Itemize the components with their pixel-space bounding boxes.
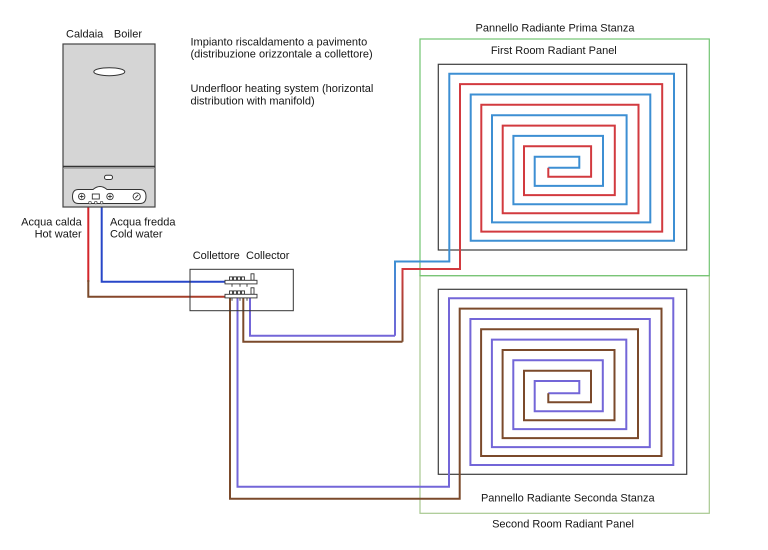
- manifold-hot-valve: [229, 290, 233, 295]
- room1-supply-feed-pipe: [242, 298, 403, 343]
- boiler-knob-left-icon: [78, 192, 86, 201]
- manifold-icon: [224, 273, 258, 301]
- collector-label-it: Collettore: [193, 250, 240, 262]
- room1-return-spiral-pipe: [394, 72, 675, 336]
- room2-label-en: Second Room Radiant Panel: [492, 518, 634, 530]
- room2-label-it: Pannello Radiante Seconda Stanza: [481, 492, 656, 504]
- room1-label-it: Pannello Radiante Prima Stanza: [476, 22, 636, 34]
- boiler-label-it: Caldaia: [66, 29, 104, 41]
- manifold-cold-valve: [233, 276, 237, 281]
- system-title-en-line2: distribution with manifold): [191, 95, 315, 107]
- manifold-cold-tall-valve: [250, 273, 255, 281]
- cold-water-label-it: Acqua fredda: [110, 217, 176, 229]
- boiler-led-indicator: [94, 200, 98, 205]
- room2-supply-spiral-pipe: [229, 298, 663, 500]
- room1-return-feed-pipe: [249, 298, 395, 337]
- collector-box: [189, 268, 294, 312]
- manifold-hot-tall-valve: [250, 287, 255, 295]
- cold-water-label-en: Cold water: [110, 228, 163, 240]
- manifold-hot-valve: [233, 290, 237, 295]
- manifold-hot-bar: [224, 293, 258, 299]
- collector: [189, 268, 294, 312]
- collector-label-en: Collector: [246, 250, 290, 262]
- manifold-cold-valve: [237, 276, 241, 281]
- room1-supply-spiral-pipe: [401, 83, 664, 342]
- room2-return-spiral-pipe: [236, 297, 675, 488]
- boiler: [62, 43, 156, 208]
- manifold-cold-valve: [229, 276, 233, 281]
- system-title-it-line1: Impianto riscaldamento a pavimento: [191, 36, 368, 48]
- room2-panel-outline: [437, 288, 688, 475]
- boiler-window-icon: [93, 67, 126, 77]
- room2-border: [419, 275, 710, 514]
- cold-water-pipe: [100, 207, 226, 283]
- manifold-hot-valve: [241, 290, 245, 295]
- pressure-gauge-icon: [132, 192, 141, 201]
- manifold-hot-valve: [237, 290, 241, 295]
- boiler-knob-right-icon: [106, 192, 114, 201]
- room1-label-en: First Room Radiant Panel: [491, 45, 617, 57]
- system-title-en-line1: Underfloor heating system (horizontal: [191, 83, 374, 95]
- hot-water-label-en: Hot water: [35, 228, 82, 240]
- room1-panel-outline: [437, 63, 688, 251]
- hot-water-label-it: Acqua calda: [21, 217, 82, 229]
- manifold-cold-bar: [224, 279, 258, 285]
- manifold-cold-valve: [241, 276, 245, 281]
- pipes-layer: [87, 72, 675, 500]
- boiler-label-en: Boiler: [114, 29, 142, 41]
- boiler-status-slot-icon: [104, 174, 113, 181]
- hot-water-pipe-to-collector: [87, 280, 226, 298]
- boiler-led-indicator: [99, 200, 104, 205]
- boiler-display-icon: [91, 193, 100, 200]
- boiler-led-indicator: [88, 200, 92, 205]
- room1-border: [419, 38, 710, 277]
- system-title-it-line2: (distribuzione orizzontale a collettore): [191, 48, 373, 60]
